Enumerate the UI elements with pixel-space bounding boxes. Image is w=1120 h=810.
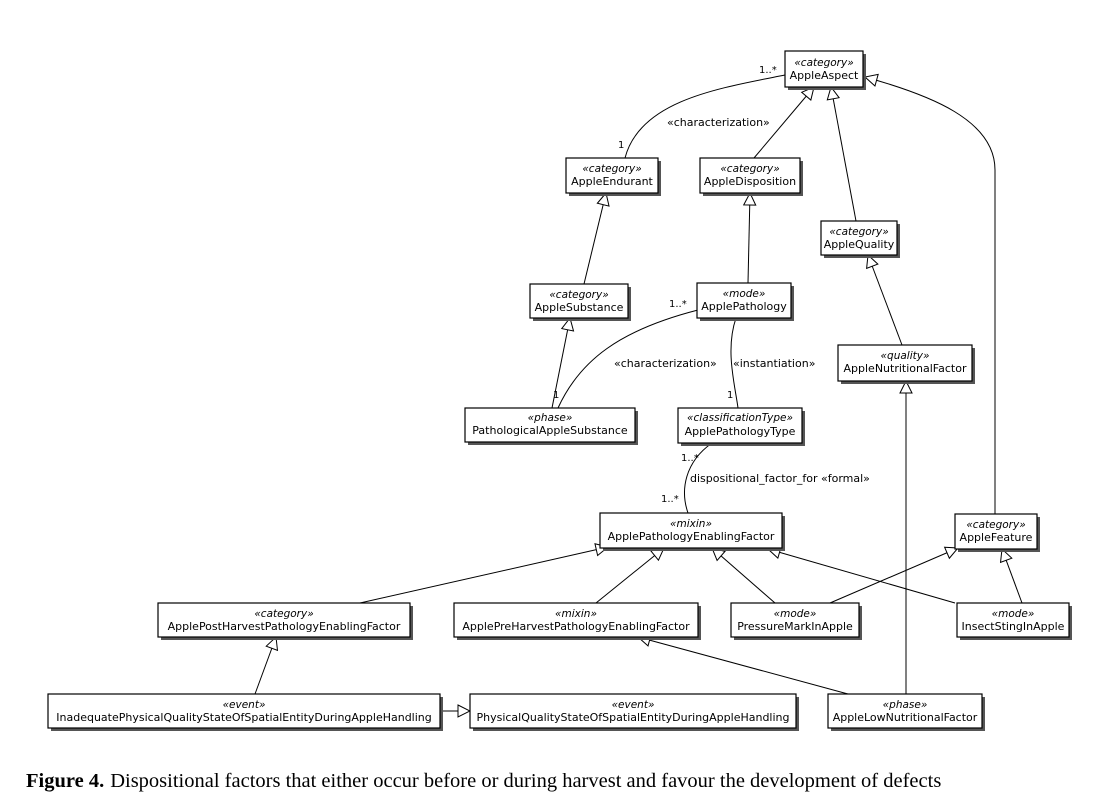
class-name: AppleFeature <box>960 531 1033 544</box>
classes: «category» AppleAspect «category» AppleE… <box>47 50 1072 731</box>
class-name: ApplePathologyType <box>685 425 796 438</box>
class-apple-disposition: «category» AppleDisposition <box>699 157 803 196</box>
mult-char1-endurant: 1 <box>618 140 624 151</box>
stereotype: «category» <box>582 163 641 175</box>
stereotype: «category» <box>966 519 1025 531</box>
stereotype: «phase» <box>528 412 573 424</box>
class-name: AppleSubstance <box>535 301 624 314</box>
class-apple-nutritional-factor: «quality» AppleNutritionalFactor <box>837 344 975 384</box>
class-apple-quality: «category» AppleQuality <box>820 220 900 258</box>
figure-caption-text: Dispositional factors that either occur … <box>110 770 942 792</box>
gen-insect-feature <box>1002 549 1023 604</box>
class-name: AppleEndurant <box>571 175 653 188</box>
class-name: ApplePreHarvestPathologyEnablingFactor <box>462 620 690 633</box>
class-pathological-apple-substance: «phase» PathologicalAppleSubstance <box>464 407 638 445</box>
class-name: InsectStingInApple <box>962 620 1065 633</box>
gen-substance-endurant <box>583 193 606 285</box>
mult-inst-pathtype: 1 <box>727 390 733 401</box>
assoc-characterization-pathsub <box>557 309 699 409</box>
stereotype: «category» <box>794 57 853 69</box>
class-name: AppleLowNutritionalFactor <box>833 711 978 724</box>
stereotype: «mode» <box>992 608 1035 620</box>
class-name: ApplePostHarvestPathologyEnablingFactor <box>168 620 401 633</box>
label-dispositional: dispositional_factor_for «formal» <box>690 472 870 485</box>
figure-label: Figure 4. <box>26 770 105 792</box>
class-apple-endurant: «category» AppleEndurant <box>565 157 661 196</box>
class-pressure-mark-in-apple: «mode» PressureMarkInApple <box>730 602 862 640</box>
stereotype: «mixin» <box>670 518 712 530</box>
label-instantiation: «instantiation» <box>733 357 815 370</box>
stereotype: «category» <box>720 163 779 175</box>
stereotype: «phase» <box>883 699 928 711</box>
label-char1: «characterization» <box>667 116 770 129</box>
stereotype: «mode» <box>723 288 766 300</box>
class-apple-pathology: «mode» ApplePathology <box>696 282 794 321</box>
gen-pressure-feature <box>829 548 958 604</box>
label-char2: «characterization» <box>614 357 717 370</box>
class-name: AppleAspect <box>790 69 859 82</box>
gen-disposition-aspect <box>753 87 814 159</box>
class-apple-pathology-enabling-factor: «mixin» ApplePathologyEnablingFactor <box>599 512 785 551</box>
stereotype: «classificationType» <box>687 412 793 424</box>
gen-pathsub-substance <box>551 318 570 409</box>
class-name: PhysicalQualityStateOfSpatialEntityDurin… <box>476 711 789 724</box>
class-apple-feature: «category» AppleFeature <box>954 513 1040 552</box>
stereotype: «category» <box>549 289 608 301</box>
class-name: ApplePathologyEnablingFactor <box>608 530 775 543</box>
stereotype: «category» <box>254 608 313 620</box>
class-inadequate-physical-quality-state: «event» InadequatePhysicalQualityStateOf… <box>47 693 443 731</box>
edge-labels: 1..* 1 «characterization» 1..* 1 «charac… <box>553 65 870 505</box>
class-name: AppleDisposition <box>704 175 796 188</box>
assoc-characterization-endurant <box>624 74 786 159</box>
gen-inadequate-postharvest <box>254 637 276 695</box>
stereotype: «event» <box>223 699 266 711</box>
class-apple-aspect: «category» AppleAspect <box>784 50 866 90</box>
class-name: ApplePathology <box>701 300 787 313</box>
assoc-dispositional-factor <box>684 442 713 514</box>
stereotype: «mixin» <box>555 608 597 620</box>
class-name: InadequatePhysicalQualityStateOfSpatialE… <box>56 711 432 724</box>
class-name: AppleNutritionalFactor <box>844 362 967 375</box>
gen-feature-aspect <box>865 77 996 514</box>
mult-char2-pathsub: 1 <box>553 390 559 401</box>
gen-pressure-enabling <box>712 548 776 604</box>
mult-char1-aspect: 1..* <box>759 65 777 76</box>
figure-caption: Figure 4.Dispositional factors that eith… <box>26 770 1116 793</box>
assoc-instantiation <box>730 317 739 409</box>
class-name: AppleQuality <box>824 238 895 251</box>
gen-preharvest-enabling <box>595 548 664 604</box>
class-name: PathologicalAppleSubstance <box>472 424 628 437</box>
stereotype: «category» <box>829 226 888 238</box>
mult-disp-pathtype: 1..* <box>681 453 699 464</box>
class-name: PressureMarkInApple <box>737 620 853 633</box>
gen-postharvest-enabling <box>359 547 608 604</box>
stereotype: «quality» <box>881 350 930 362</box>
mult-char2-pathology: 1..* <box>669 299 687 310</box>
class-apple-pre-harvest-pathology-enabling-factor: «mixin» ApplePreHarvestPathologyEnabling… <box>453 602 701 640</box>
class-apple-pathology-type: «classificationType» ApplePathologyType <box>677 407 805 446</box>
edges <box>254 74 1023 711</box>
class-physical-quality-state: «event» PhysicalQualityStateOfSpatialEnt… <box>469 693 799 731</box>
class-apple-low-nutritional-factor: «phase» AppleLowNutritionalFactor <box>827 693 985 731</box>
stereotype: «event» <box>612 699 655 711</box>
mult-disp-enabling: 1..* <box>661 494 679 505</box>
gen-lownutri-preharvest <box>638 637 849 695</box>
class-insect-sting-in-apple: «mode» InsectStingInApple <box>956 602 1072 640</box>
gen-quality-aspect <box>831 87 857 222</box>
uml-class-diagram: 1..* 1 «characterization» 1..* 1 «charac… <box>47 50 1072 731</box>
gen-insect-enabling <box>768 549 956 604</box>
gen-pathology-disposition <box>748 193 750 284</box>
gen-nutritional-quality <box>868 255 903 346</box>
class-apple-substance: «category» AppleSubstance <box>529 283 631 321</box>
stereotype: «mode» <box>774 608 817 620</box>
class-apple-post-harvest-pathology-enabling-factor: «category» ApplePostHarvestPathologyEnab… <box>157 602 413 640</box>
